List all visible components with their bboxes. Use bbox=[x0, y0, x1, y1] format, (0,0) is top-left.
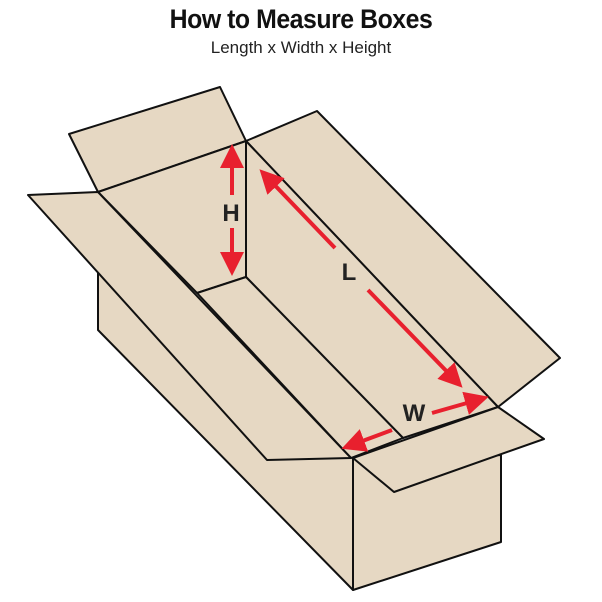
page-subtitle: Length x Width x Height bbox=[210, 38, 392, 57]
width-label: W bbox=[403, 400, 426, 427]
length-label: L bbox=[342, 259, 357, 286]
width-arrow-left bbox=[341, 428, 393, 452]
page-title: How to Measure Boxes bbox=[169, 4, 433, 34]
width-arrow-right bbox=[431, 391, 489, 415]
left-flap bbox=[27, 191, 352, 461]
length-arrow-down bbox=[366, 288, 463, 388]
height-label: H bbox=[222, 200, 239, 227]
front-flap bbox=[352, 406, 545, 493]
length-arrow-up bbox=[259, 169, 337, 250]
